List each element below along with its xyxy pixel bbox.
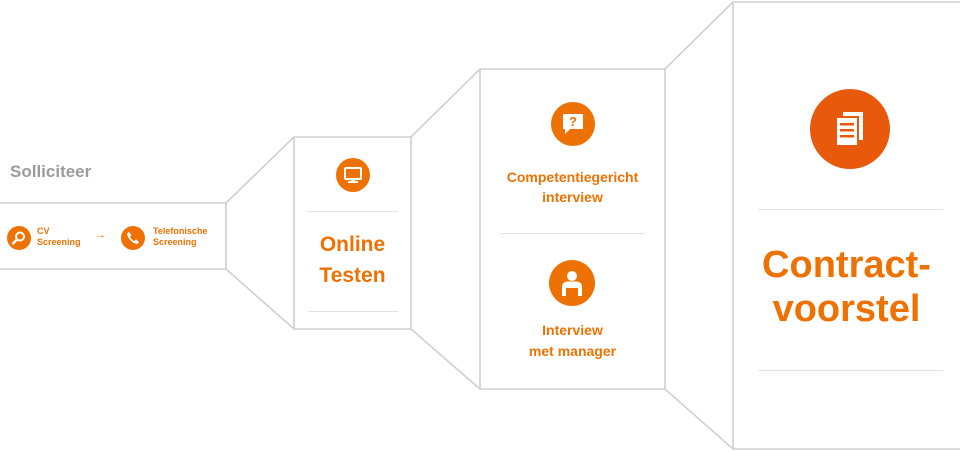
stage-online-testen: Online Testen: [294, 137, 411, 329]
stage-solliciteer: Solliciteer CV Screening → Telefonische …: [0, 150, 226, 270]
contractvoorstel-label: Contract- voorstel: [762, 244, 931, 330]
funnel-top-edge: [0, 1, 960, 204]
question-bubble-icon: ?: [551, 102, 595, 146]
divider: [308, 211, 398, 212]
interview-met-manager-label: Interview met manager: [528, 322, 617, 359]
online-testen-label: Online Testen: [319, 233, 386, 287]
competentiegericht-interview-label: Competentiegericht interview: [506, 169, 639, 205]
monitor-icon: [336, 158, 370, 192]
stage-contractvoorstel: Contract- voorstel: [733, 2, 960, 449]
search-icon: [7, 226, 31, 250]
arrow-icon: →: [95, 229, 106, 241]
svg-text:?: ?: [569, 114, 577, 129]
document-icon: [810, 89, 890, 169]
cv-screening-label: CV Screening: [37, 226, 81, 247]
divider: [758, 209, 943, 210]
divider: [308, 311, 398, 312]
telefonische-screening-label: Telefonische Screening: [153, 226, 208, 247]
divider: [500, 233, 645, 234]
stage-title: Solliciteer: [10, 162, 92, 181]
divider: [758, 370, 943, 371]
phone-icon: [121, 226, 145, 250]
person-icon: [549, 260, 595, 306]
stage-interviews: ? Competentiegericht interview Interview…: [480, 69, 665, 389]
funnel-bottom-edge: [0, 268, 960, 450]
